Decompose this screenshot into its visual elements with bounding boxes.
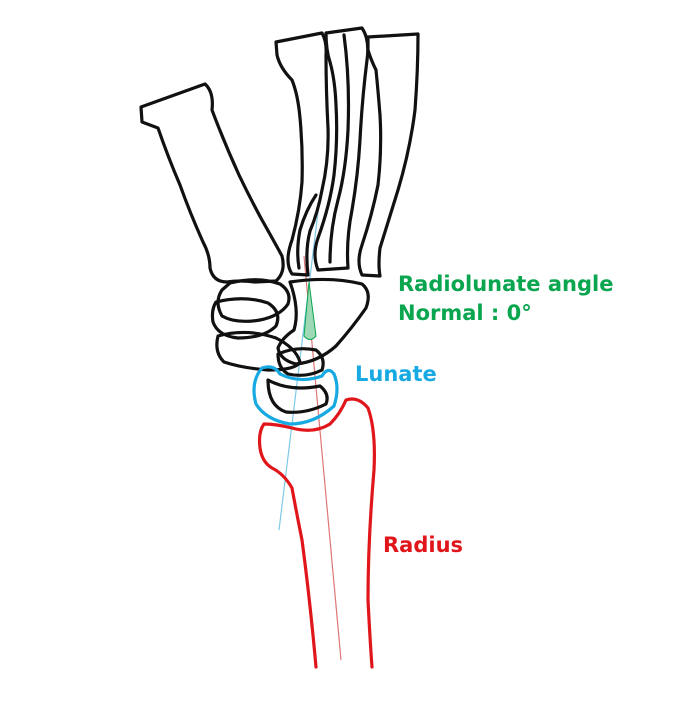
metacarpal-2 bbox=[313, 26, 370, 272]
metacarpal-thumb bbox=[139, 82, 285, 284]
radius-label: Radius bbox=[383, 533, 464, 557]
radius-bone bbox=[257, 397, 376, 669]
capitate-head bbox=[276, 347, 325, 377]
lunate-inner bbox=[266, 378, 329, 414]
metacarpal-inner-edge-2 bbox=[296, 193, 318, 270]
metacarpal-1 bbox=[274, 31, 330, 277]
lunate-label: Lunate bbox=[355, 362, 437, 386]
metacarpal-inner-edge bbox=[328, 33, 351, 264]
trapezium bbox=[216, 278, 291, 323]
capitate bbox=[276, 277, 370, 366]
lunate-bone bbox=[252, 365, 339, 426]
angle-normal-value: Normal : 0° bbox=[398, 301, 532, 325]
angle-title: Radiolunate angle bbox=[398, 272, 614, 296]
metacarpal-3 bbox=[357, 32, 420, 278]
radiolunate-angle-label: Radiolunate angle Normal : 0° bbox=[398, 270, 613, 328]
scaphoid bbox=[215, 330, 302, 372]
angle-wedge bbox=[303, 281, 317, 340]
